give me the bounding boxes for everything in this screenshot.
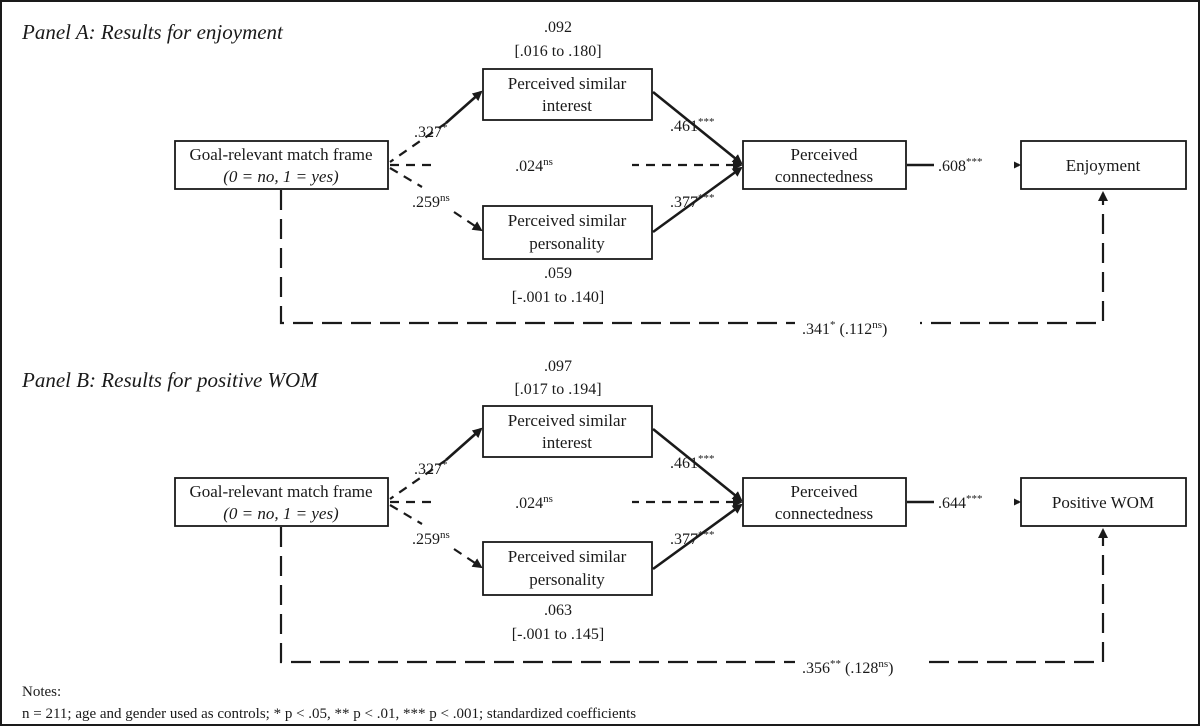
panel-a-path-b1-arrow — [652, 90, 743, 165]
panel-b-mediator-interest-box — [482, 405, 653, 458]
panel-b-total-effect-path — [279, 527, 1108, 664]
panel-b-total-label-bg — [795, 653, 923, 675]
panel-a: Panel A: Results for enjoyment .092 [.01… — [21, 19, 1187, 338]
panel-a-connectedness-box — [742, 140, 907, 190]
panel-a-path-a1-dashed-segment — [389, 122, 447, 163]
panel-b-mediator-personality-line1: Perceived similar — [508, 547, 627, 566]
panel-b-path-b1-arrow — [652, 427, 743, 502]
panel-a-mediator-interest-line1: Perceived similar — [508, 74, 627, 93]
panel-a-total-effect-path — [279, 190, 1108, 325]
panel-b-predictor-label: Goal-relevant match frame — [189, 482, 372, 501]
panel-b-outcome-coefficient: .644*** — [938, 493, 983, 512]
panel-b-mediator-interest-line1: Perceived similar — [508, 411, 627, 430]
panel-b-title: Panel B: Results for positive WOM — [21, 368, 319, 392]
panel-b-mediator-interest-line2: interest — [542, 433, 592, 452]
panel-a-total-label-bg — [795, 314, 920, 336]
panel-b-direct-label-bg — [432, 484, 632, 514]
panel-a-a2-coefficient: .259ns — [412, 192, 450, 211]
panel-a-path-a2-dashed-segment — [389, 167, 423, 188]
panel-a-outcome-box — [1020, 140, 1187, 190]
panel-b-mediator-personality-box — [482, 541, 653, 596]
panel-a-connectedness-line2: connectedness — [775, 167, 873, 186]
panel-b-mediator-personality-line2: personality — [529, 570, 605, 589]
panel-a-predictor-coding: (0 = no, 1 = yes) — [223, 167, 339, 186]
panel-b-a1-coefficient: .327* — [414, 459, 448, 478]
panel-a-direct-label-bg — [432, 147, 632, 177]
panel-b-path-a1-dashed-segment — [389, 459, 447, 500]
notes-heading: Notes: — [22, 684, 61, 700]
panel-a-indirect-personality-value: .059 — [544, 265, 572, 282]
panel-a-b1-coefficient: .461*** — [670, 116, 715, 135]
panel-b-connectedness-line1: Perceived — [790, 482, 858, 501]
panel-a-mediator-personality-line2: personality — [529, 234, 605, 253]
panel-b: Panel B: Results for positive WOM .097 [… — [21, 358, 1187, 677]
panel-a-mediator-interest-line2: interest — [542, 96, 592, 115]
panel-a-a1-coefficient: .327* — [414, 122, 448, 141]
panel-b-connectedness-line2: connectedness — [775, 504, 873, 523]
panel-b-path-a2-arrow — [453, 548, 483, 569]
panel-a-outcome-label-bg — [934, 152, 1014, 178]
panel-b-predictor-coding: (0 = no, 1 = yes) — [223, 504, 339, 523]
panel-b-predictor-box — [174, 477, 389, 527]
notes-text: n = 211; age and gender used as controls… — [22, 706, 636, 722]
panel-b-b1-coefficient: .461*** — [670, 453, 715, 472]
panel-a-b2-coefficient: .377*** — [670, 192, 715, 211]
panel-b-b2-coefficient: .377*** — [670, 529, 715, 548]
panel-a-indirect-interest-value: .092 — [544, 19, 572, 36]
panel-a-direct-coefficient: .024ns — [515, 156, 553, 175]
panel-a-mediator-personality-box — [482, 205, 653, 260]
panel-b-path-a2-dashed-segment — [389, 504, 423, 525]
panel-b-indirect-personality-ci: [-.001 to .145] — [512, 626, 604, 643]
panel-a-mediator-interest-box — [482, 68, 653, 121]
panel-b-outcome-box — [1020, 477, 1187, 527]
panel-a-path-b2-arrow — [652, 166, 743, 234]
panel-b-outcome-label-bg — [934, 489, 1014, 515]
panel-a-connectedness-line1: Perceived — [790, 145, 858, 164]
panel-b-total-coefficient: .356** (.128ns) — [802, 658, 893, 677]
panel-b-indirect-personality-value: .063 — [544, 602, 572, 619]
panel-b-path-a1-arrow — [445, 427, 483, 461]
panel-a-outcome-coefficient: .608*** — [938, 156, 983, 175]
panel-a-outcome-label: Enjoyment — [1066, 156, 1141, 175]
panel-a-path-a1-arrow — [445, 90, 483, 124]
panel-a-path-a2-arrow — [453, 211, 483, 232]
panel-b-direct-coefficient: .024ns — [515, 493, 553, 512]
panel-a-title: Panel A: Results for enjoyment — [21, 20, 284, 44]
panel-b-indirect-interest-value: .097 — [544, 358, 572, 375]
panel-a-mediator-personality-line1: Perceived similar — [508, 211, 627, 230]
panel-b-indirect-interest-ci: [.017 to .194] — [514, 381, 601, 398]
panel-a-total-coefficient: .341* (.112ns) — [802, 319, 887, 338]
panel-b-connectedness-box — [742, 477, 907, 527]
panel-a-indirect-personality-ci: [-.001 to .140] — [512, 289, 604, 306]
panel-a-predictor-label: Goal-relevant match frame — [189, 145, 372, 164]
panel-b-path-b2-arrow — [652, 503, 743, 571]
panel-b-outcome-label: Positive WOM — [1052, 493, 1154, 512]
panel-a-predictor-box — [174, 140, 389, 190]
panel-a-indirect-interest-ci: [.016 to .180] — [514, 43, 601, 60]
panel-b-a2-coefficient: .259ns — [412, 529, 450, 548]
